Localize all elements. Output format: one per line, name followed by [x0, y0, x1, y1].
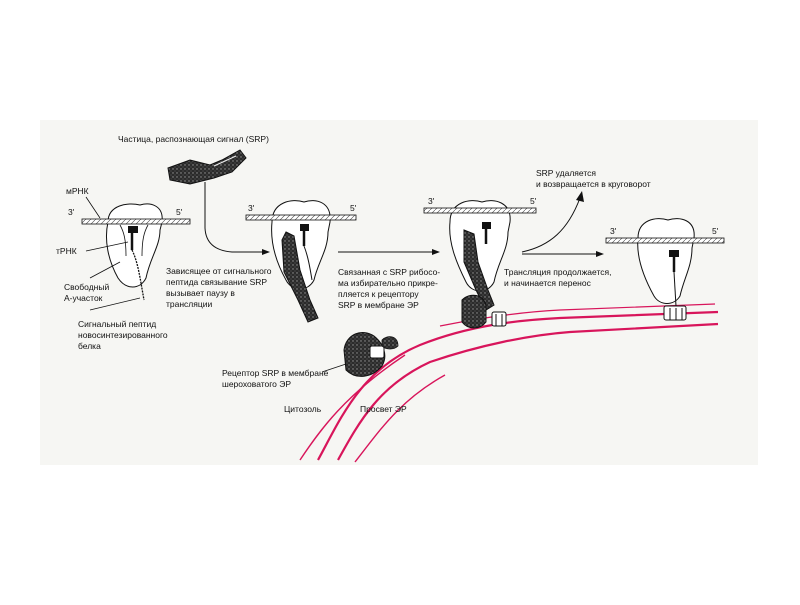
label-srp-release-2: и возвращается в круговорот	[536, 179, 651, 189]
label-5-end-3: 5'	[530, 196, 537, 206]
label-free-a-site-1: Свободный	[64, 282, 109, 292]
label-ribosome-attach-2: ма избирательно прикре-	[338, 278, 438, 288]
label-signal-peptide-3: белка	[78, 341, 101, 351]
label-3-end-2: 3'	[248, 203, 255, 213]
label-ribosome-attach-1: Связанная с SRP рибосо-	[338, 267, 440, 277]
label-receptor-2: шероховатого ЭР	[222, 379, 291, 389]
arrow-srp-down	[204, 182, 262, 253]
label-3-end-3: 3'	[428, 196, 435, 206]
ribosome-4	[605, 218, 725, 321]
label-translation-1: Трансляция продолжается,	[504, 267, 611, 277]
srp-receptor	[343, 332, 399, 377]
label-trna: тРНК	[56, 246, 77, 256]
label-signal-peptide-2: новосинтезированного	[78, 330, 168, 340]
ribosome-1	[81, 203, 191, 301]
label-mrna: мРНК	[66, 186, 89, 196]
label-ribosome-attach-4: SRP в мембране ЭР	[338, 300, 419, 310]
arrow-head-1	[262, 249, 270, 255]
label-er-lumen: Просвет ЭР	[360, 404, 407, 414]
ribosome-2	[245, 200, 357, 323]
arrow-head-3	[576, 191, 584, 202]
label-5-end-1: 5'	[176, 207, 183, 217]
ribosome-3	[423, 200, 537, 329]
label-5-end-2: 5'	[350, 203, 357, 213]
label-srp-binding-4: трансляции	[166, 299, 212, 309]
leader-receptor	[321, 363, 347, 373]
label-srp-release-1: SRP удаляется	[536, 168, 596, 178]
label-cytosol: Цитозоль	[284, 404, 322, 414]
label-3-end-1: 3'	[68, 207, 75, 217]
label-srp-particle: Частица, распознающая сигнал (SRP)	[118, 134, 269, 144]
srp-particle-top	[167, 149, 247, 185]
label-receptor-1: Рецептор SRP в мембране	[222, 368, 329, 378]
er-membrane	[299, 303, 719, 463]
label-srp-binding-2: пептида связывание SRP	[166, 277, 267, 287]
label-free-a-site-2: А-участок	[64, 293, 103, 303]
label-ribosome-attach-3: пляется к рецептору	[338, 289, 419, 299]
arrow-head-2	[432, 249, 440, 255]
arrow-srp-release	[521, 197, 581, 253]
label-5-end-4: 5'	[712, 226, 719, 236]
label-translation-2: и начинается перенос	[504, 278, 592, 288]
label-3-end-4: 3'	[610, 226, 617, 236]
leader-lines-1	[85, 196, 141, 311]
arrow-head-4	[596, 251, 604, 257]
label-srp-binding-1: Зависящее от сигнального	[166, 266, 272, 276]
label-srp-binding-3: вызывает паузу в	[166, 288, 235, 298]
paper-background	[40, 120, 758, 465]
label-signal-peptide-1: Сигнальный пептид	[78, 319, 156, 329]
